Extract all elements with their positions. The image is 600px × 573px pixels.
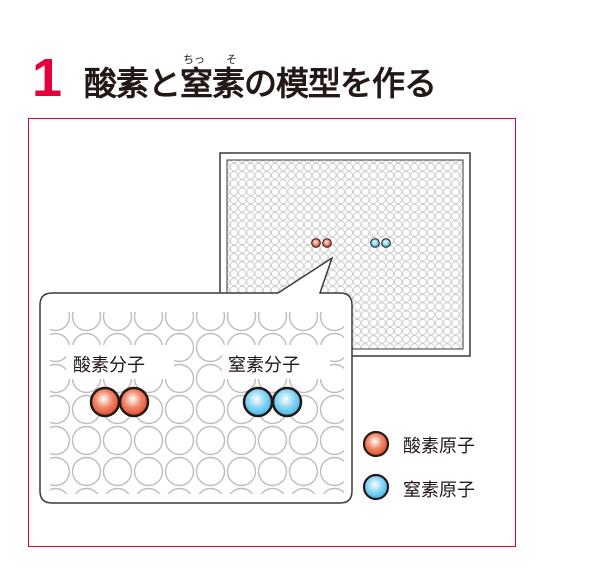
- oxygen-molecule-label: 酸素分子: [73, 355, 145, 376]
- nitrogen-atom: [271, 386, 303, 418]
- section-number: 1: [32, 48, 63, 108]
- oxygen-atom: [118, 386, 150, 418]
- board-oxygen-atom: [322, 238, 332, 248]
- legend-nitrogen-label: 窒素原子: [403, 480, 475, 501]
- board-nitrogen-atom: [370, 238, 380, 248]
- nitrogen-molecule-label: 窒素分子: [228, 355, 300, 376]
- legend-oxygen-label: 酸素原子: [403, 436, 475, 457]
- legend-nitrogen-icon: [362, 473, 390, 501]
- zoom-callout: [39, 256, 353, 504]
- oxygen-atom: [89, 386, 121, 418]
- board-nitrogen-atom: [381, 238, 391, 248]
- ruby-so: そ: [226, 53, 237, 66]
- nitrogen-atom: [242, 386, 274, 418]
- ruby-chi: ちっ: [183, 53, 205, 66]
- board-oxygen-atom: [311, 238, 321, 248]
- legend-oxygen-icon: [362, 430, 390, 458]
- page-title: 酸素と窒素の模型を作る: [84, 64, 437, 103]
- diagram-frame: [28, 118, 516, 547]
